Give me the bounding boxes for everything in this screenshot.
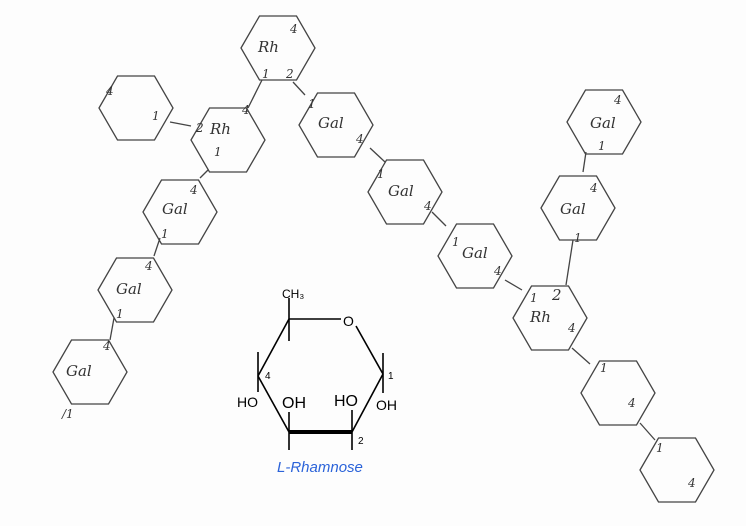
oh-1-label: OH — [376, 397, 397, 413]
position-label: 4 — [102, 339, 111, 353]
position-label: 1 — [152, 109, 160, 123]
rhamnose-structure: CH₃ O 1 2 4 HO OH HO OH L-Rhamnose — [237, 287, 397, 476]
residue-rh-top: Rh 4 1 2 — [257, 22, 298, 81]
residue-gal-r2: 1 Gal 4 — [377, 167, 432, 213]
residue-rh-right: 1 2 Rh 4 — [529, 286, 576, 335]
position-label: 1 — [656, 441, 664, 455]
carbon-1-label: 1 — [388, 371, 394, 382]
position-label: 4 — [589, 181, 598, 195]
sugar-ring-hexagon — [97, 257, 173, 323]
residue-gal-r3: 1 Gal 4 — [452, 235, 502, 278]
sugar-ring-hexagon — [566, 89, 642, 155]
residue-gal-l1: Gal 4 1 — [161, 183, 198, 241]
residue-name: Gal — [388, 182, 414, 200]
position-label: 1 — [574, 231, 582, 245]
residue-name: Rh — [209, 120, 231, 138]
position-label: 4 — [144, 259, 153, 273]
position-label: 4 — [493, 264, 502, 278]
residue-name: Gal — [116, 280, 142, 298]
carbon-4-label: 4 — [265, 371, 271, 382]
position-label: 1 — [214, 145, 222, 159]
sugar-ring-hexagon — [512, 285, 588, 351]
residue-side-plain: 4 1 — [105, 84, 160, 123]
position-label: 1 — [600, 361, 608, 375]
sugar-ring-hexagon — [142, 179, 218, 245]
sugar-ring-hexagon — [639, 437, 715, 503]
residue-name: Gal — [462, 244, 488, 262]
residue-plain-r2: 1 4 — [656, 441, 696, 490]
sugar-ring-hexagon — [298, 92, 374, 158]
glycosidic-links — [109, 79, 656, 441]
position-label: 4 — [189, 183, 198, 197]
ring-oxygen-label: O — [343, 313, 354, 329]
residue-gal-l3: Gal 4 /1 — [61, 339, 111, 421]
position-label: 4 — [687, 476, 696, 490]
position-label: 2 — [285, 67, 294, 81]
position-label: 1 — [116, 307, 124, 321]
residue-name: Gal — [590, 114, 616, 132]
rhamnose-caption: L-Rhamnose — [277, 459, 363, 476]
position-label: 4 — [355, 132, 364, 146]
residue-name: Gal — [318, 114, 344, 132]
residue-name: Rh — [529, 308, 551, 326]
residue-name: Gal — [560, 200, 586, 218]
carbon-2-label: 2 — [358, 436, 364, 447]
residue-name: Gal — [162, 200, 188, 218]
residue-gal-l2: Gal 4 1 — [116, 259, 153, 321]
sugar-ring-hexagon — [367, 159, 443, 225]
sugar-ring-hexagon — [240, 15, 316, 81]
position-label: 1 — [598, 139, 606, 153]
position-label: /1 — [61, 407, 74, 421]
residue-name: Gal — [66, 362, 92, 380]
position-label: 4 — [289, 22, 298, 36]
position-label: 1 — [377, 167, 385, 181]
position-label: 1 — [452, 235, 460, 249]
position-label: 4 — [613, 93, 622, 107]
position-label: 4 — [241, 103, 250, 117]
sugar-ring-hexagon — [540, 175, 616, 241]
position-label: 2 — [195, 121, 204, 135]
position-label: 4 — [567, 321, 576, 335]
position-label: 4 — [105, 84, 114, 98]
residue-gal-b2: 4 Gal 1 — [560, 181, 598, 245]
position-label: 4 — [423, 199, 432, 213]
position-label: 1 — [262, 67, 270, 81]
residue-plain-r1: 1 4 — [600, 361, 636, 410]
position-label: 1 — [530, 291, 538, 305]
oh-3-label: OH — [282, 395, 306, 412]
sugar-ring-hexagon — [437, 223, 513, 289]
position-label: 1 — [308, 97, 316, 111]
sugar-ring-hexagon — [98, 75, 174, 141]
position-label: 4 — [627, 396, 636, 410]
position-label: 2 — [551, 286, 562, 304]
ch3-label: CH₃ — [282, 287, 304, 301]
sugar-ring-hexagon — [52, 339, 128, 405]
position-label: 1 — [161, 227, 169, 241]
residue-gal-b1: 4 Gal 1 — [590, 93, 622, 153]
residue-name: Rh — [257, 38, 279, 56]
residue-gal-r1: 1 Gal 4 — [308, 97, 364, 146]
ho-4-label: HO — [237, 394, 258, 410]
ho-2-label: HO — [334, 393, 358, 410]
residue-rh-left: 2 Rh 4 1 — [195, 103, 250, 159]
sugar-ring-hexagon — [580, 360, 656, 426]
sugar-ring-hexagon — [190, 107, 266, 173]
